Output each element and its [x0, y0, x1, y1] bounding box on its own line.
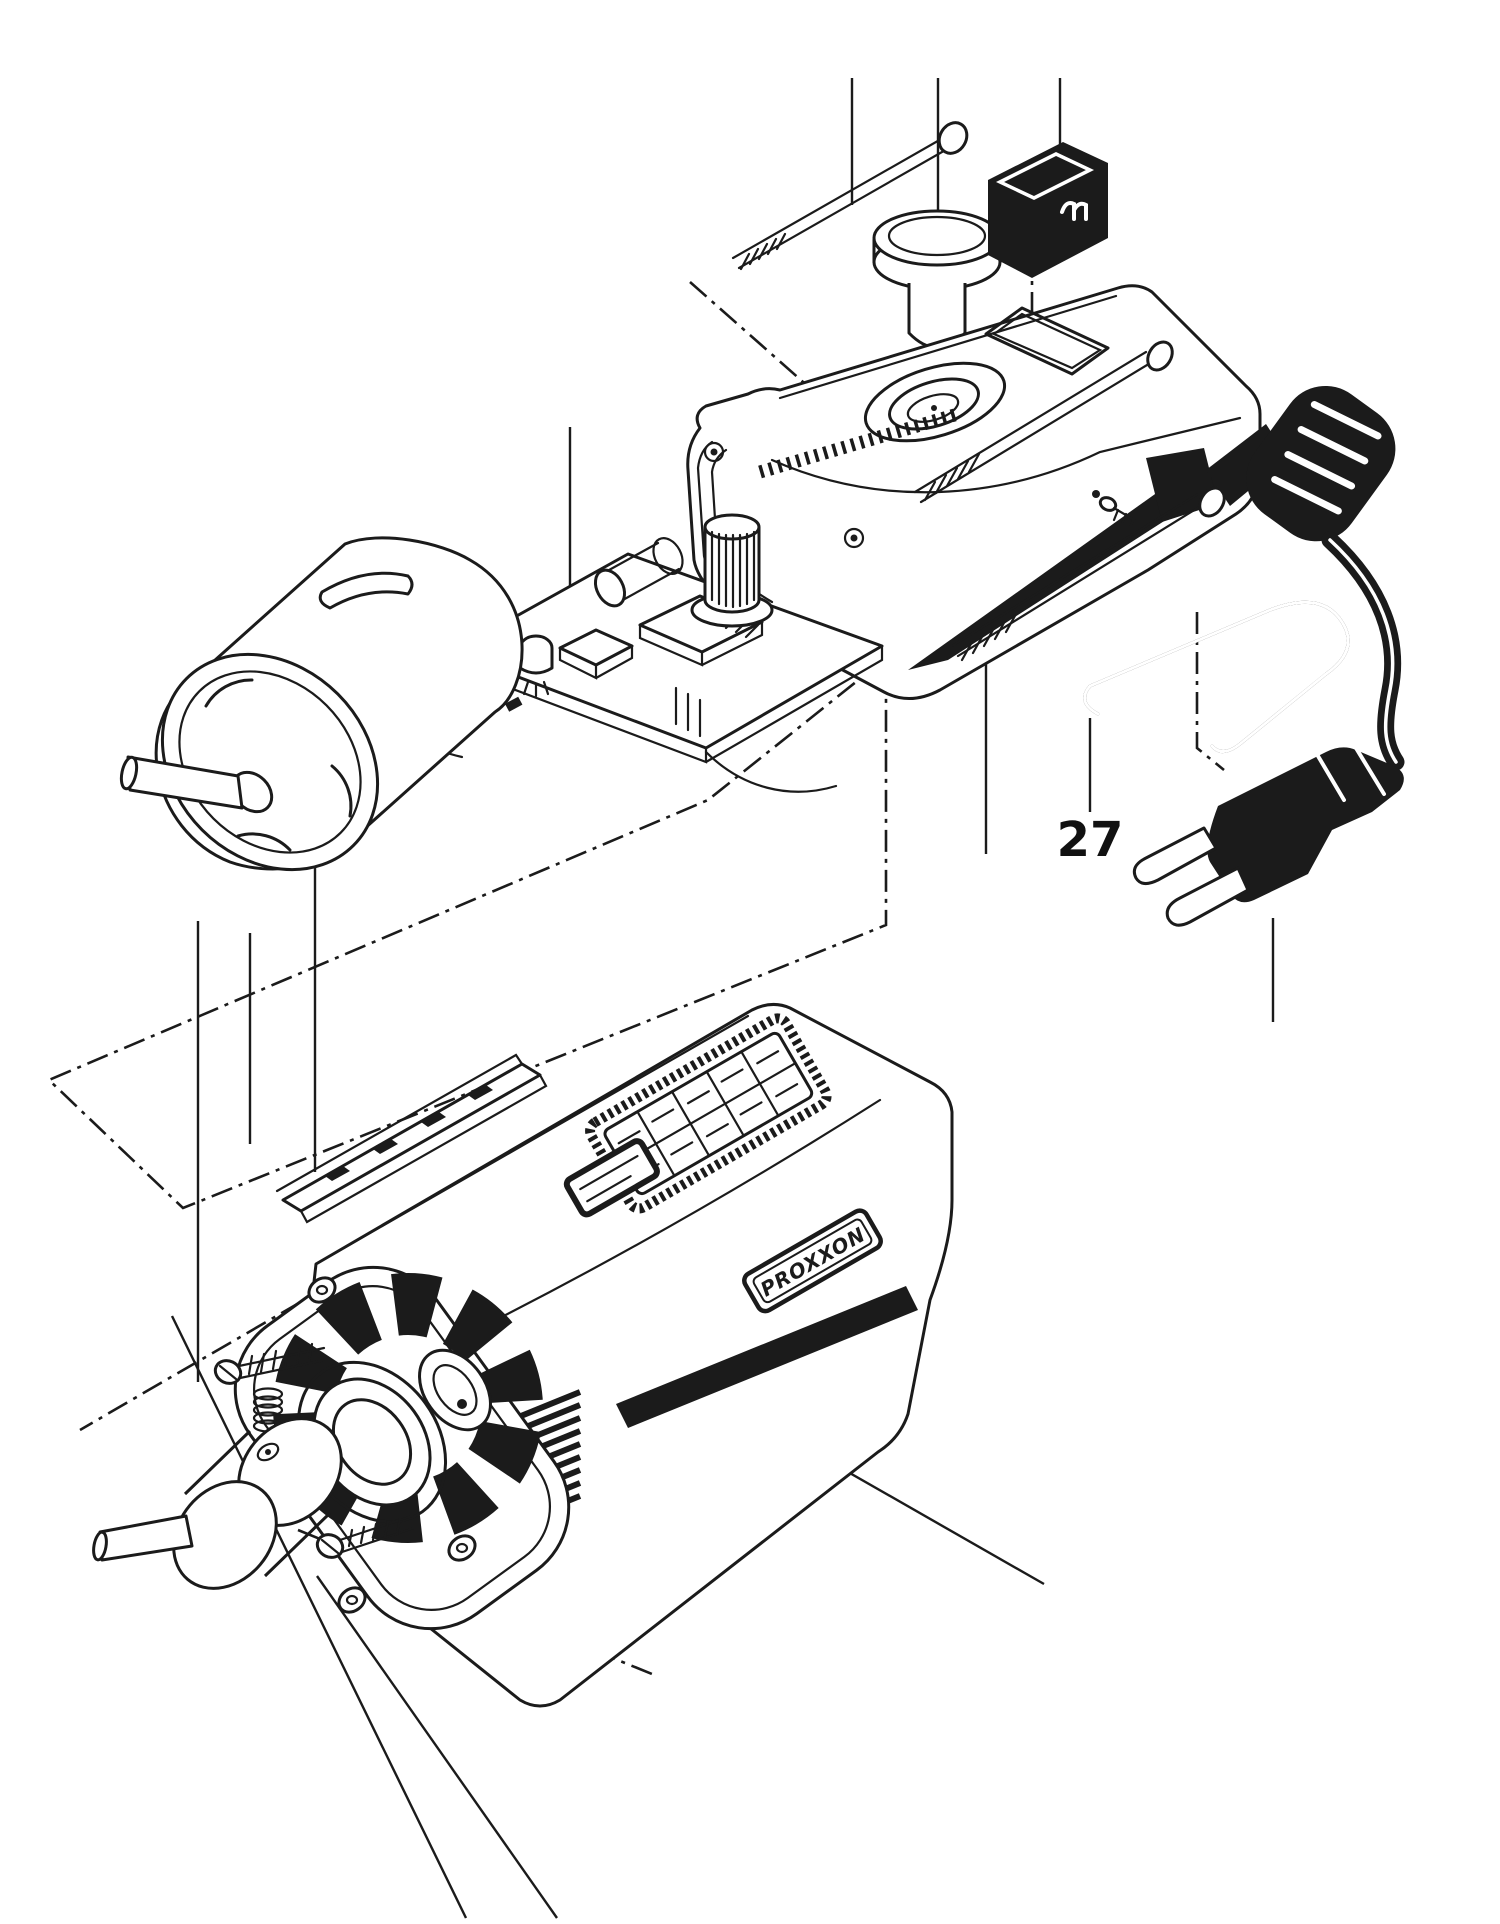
potentiometer — [690, 513, 774, 628]
cord-clip-wire — [1083, 600, 1350, 753]
long-machine-screw-top — [731, 121, 969, 271]
long-housing-screw-upper — [913, 340, 1174, 504]
pan-head-screw-upper — [213, 1342, 327, 1385]
power-cord — [1321, 531, 1405, 771]
capacitor — [593, 537, 684, 608]
secondary-label — [563, 1138, 660, 1218]
part-callout-27: 27 — [1057, 812, 1124, 868]
clamp-bar — [275, 1053, 548, 1224]
pan-head-screw-lower — [315, 1514, 416, 1559]
plug-prong — [1132, 826, 1218, 885]
fan-impeller — [273, 1273, 543, 1543]
long-housing-screw-lower — [950, 486, 1226, 662]
speed-control-knob — [872, 209, 1002, 349]
small-self-tapping-screw — [1098, 496, 1138, 530]
grip-stripe — [908, 462, 1228, 670]
shaft-coupling — [92, 1417, 343, 1590]
rocker-switch — [988, 142, 1108, 278]
dc-motor — [119, 536, 524, 872]
compression-spring — [252, 1387, 284, 1452]
circuit-board-with-potentiometer — [406, 513, 884, 793]
transistor — [518, 634, 554, 698]
cord-strain-relief-coil — [1206, 385, 1396, 542]
power-plug — [1132, 746, 1404, 927]
plug-prong — [1165, 866, 1250, 927]
grip-stripe-lower — [616, 1286, 918, 1428]
upper-housing-shell — [686, 284, 1262, 700]
